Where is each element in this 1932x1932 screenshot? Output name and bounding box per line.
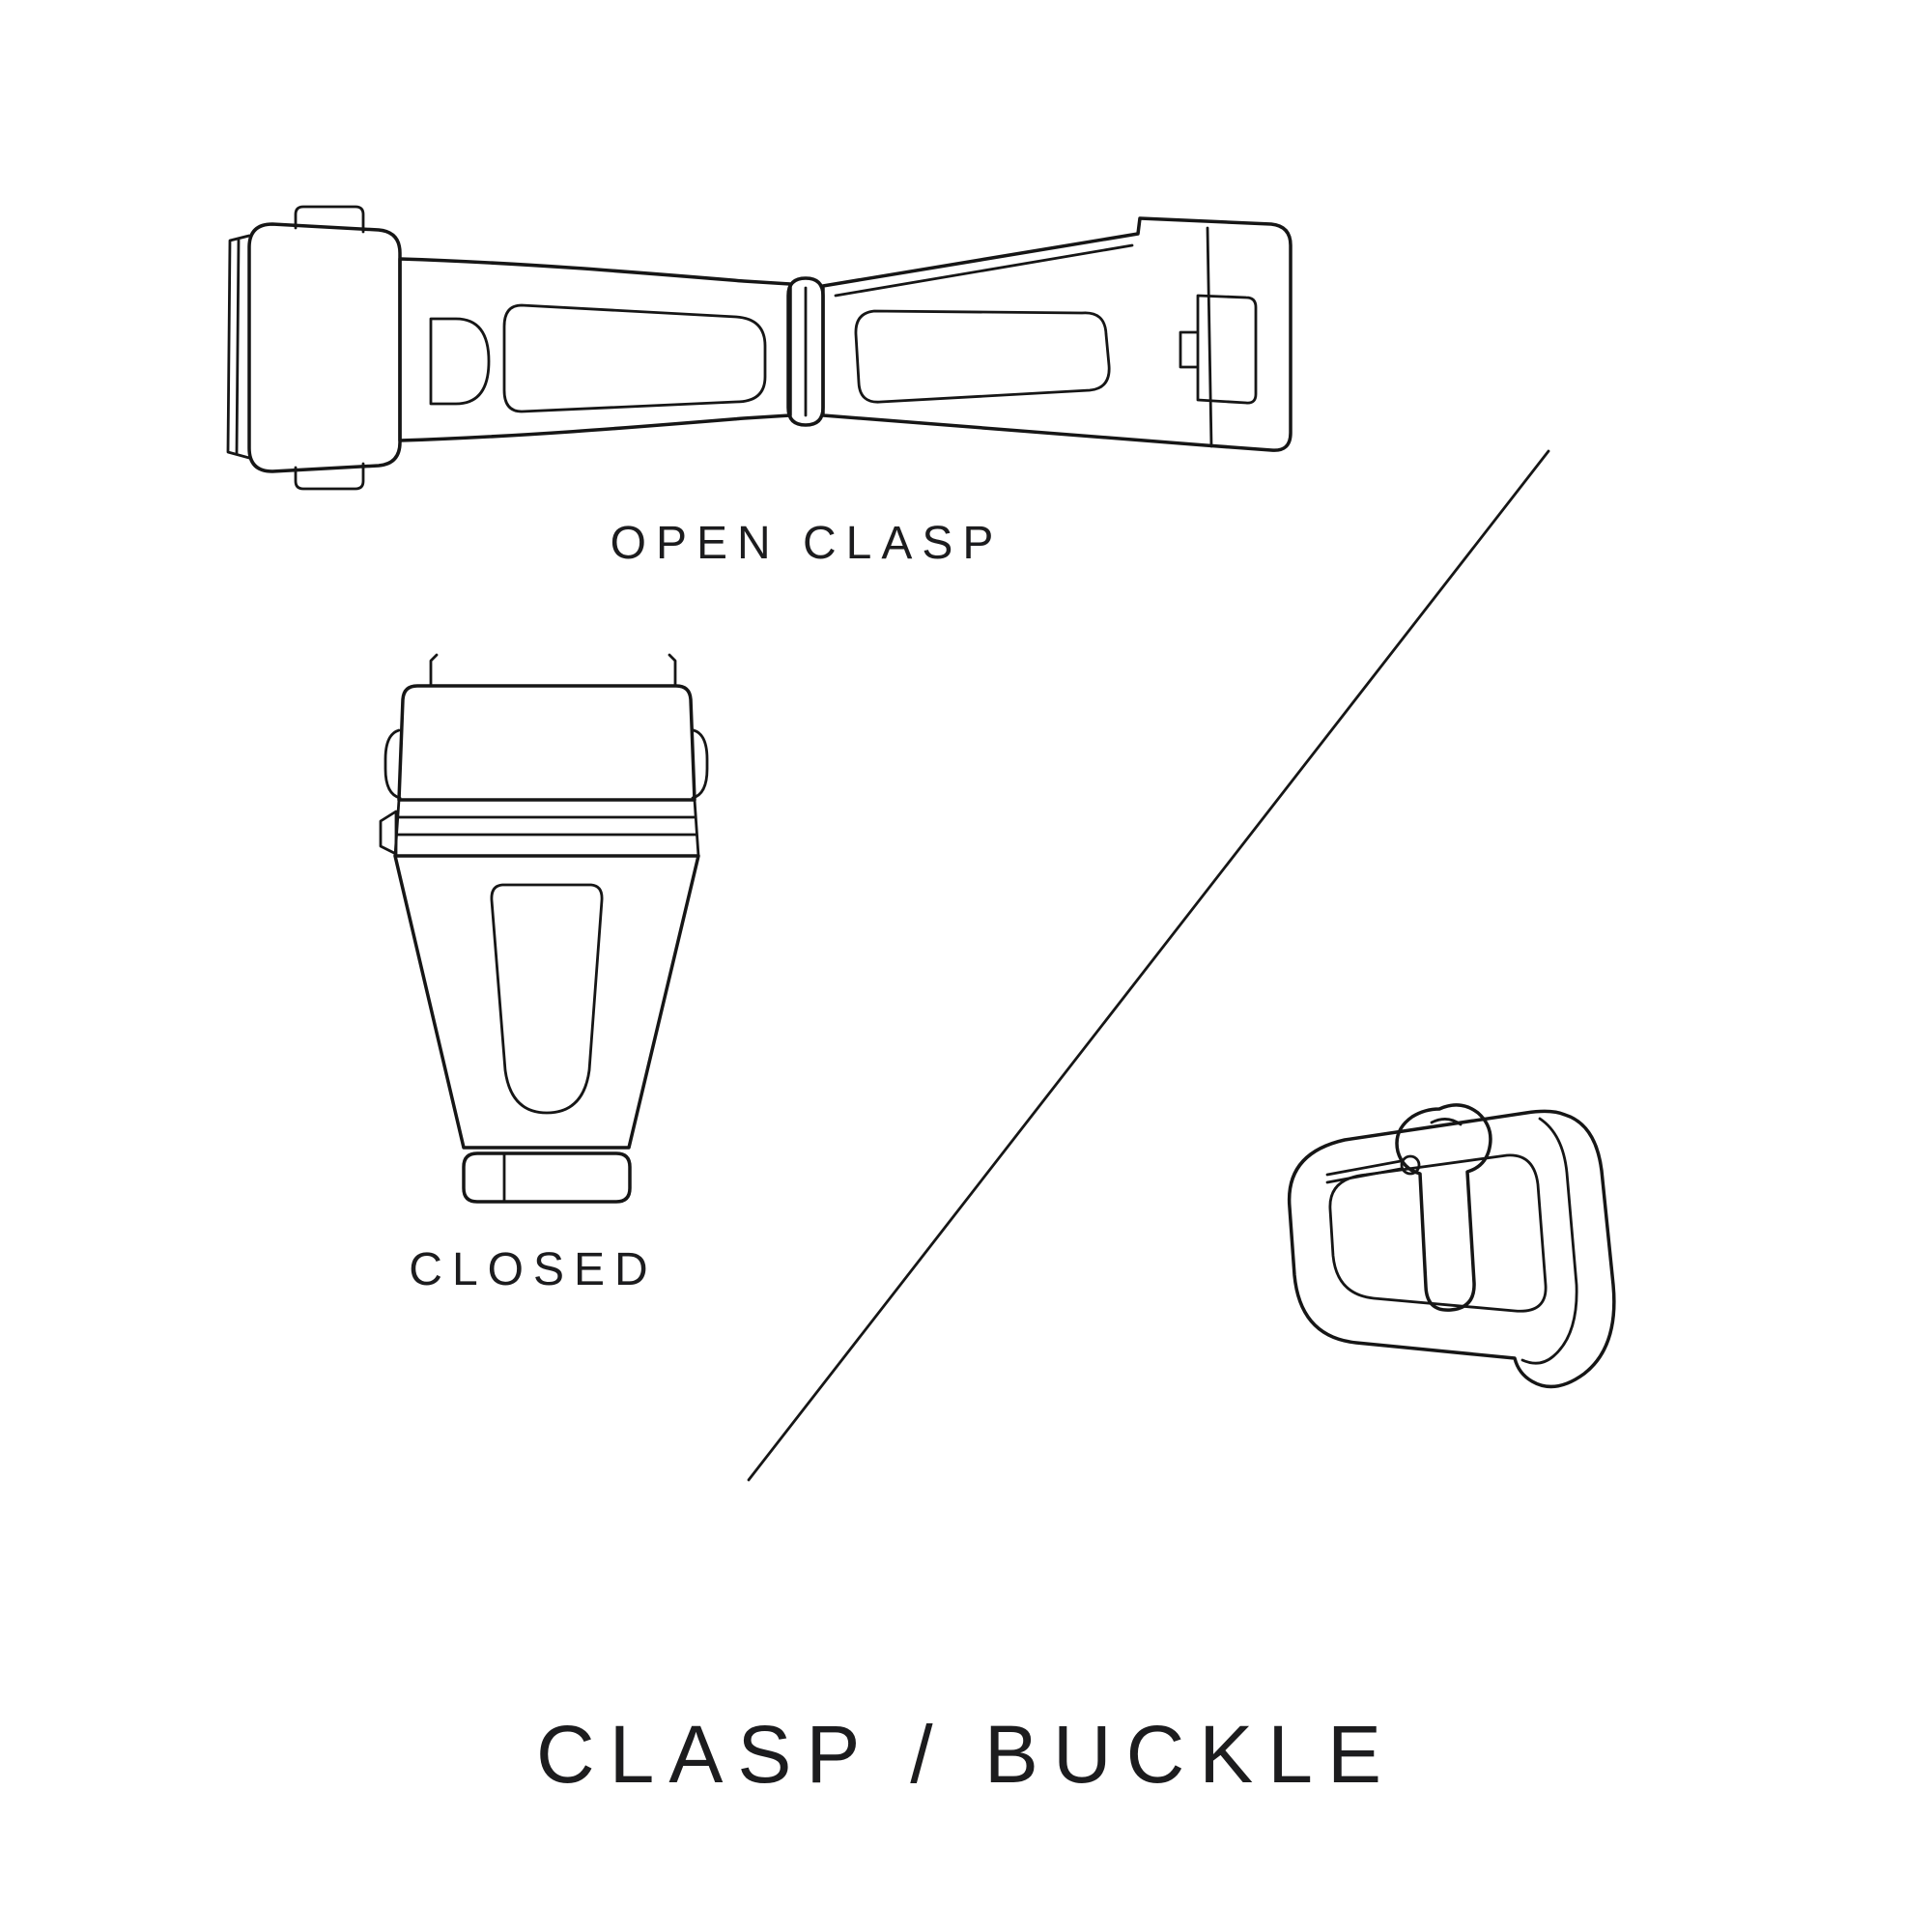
closed-clasp-side-tab xyxy=(379,810,398,856)
divider-line xyxy=(747,449,1550,1482)
buckle-right-band-edge xyxy=(1520,1117,1578,1365)
closed-clasp-foot xyxy=(462,1151,632,1204)
buckle-tang-loop-line xyxy=(1430,1118,1463,1126)
open-clasp-label: OPEN CLASP xyxy=(611,518,1004,569)
buckle-inner-opening xyxy=(1328,1153,1548,1313)
closed-clasp-left-ear xyxy=(384,728,402,800)
buckle-pin xyxy=(1325,1159,1403,1184)
closed-clasp-prongs xyxy=(429,653,677,688)
right-arm-end-cap-line xyxy=(1206,226,1213,448)
left-arm-outline xyxy=(398,257,792,442)
right-arm-outline xyxy=(821,216,1293,452)
right-arm-catch-cutout xyxy=(1179,294,1258,405)
closed-clasp-inner-outline xyxy=(490,883,604,1115)
end-link-top-tab xyxy=(294,205,365,234)
closed-clasp-label: CLOSED xyxy=(409,1244,657,1295)
buckle-illustration xyxy=(1287,1103,1616,1389)
end-link-outline xyxy=(247,222,402,473)
closed-clasp-band-lines xyxy=(393,798,700,858)
end-link-bottom-tab xyxy=(294,462,365,491)
left-arm-latch-cutout xyxy=(429,317,491,406)
buckle-tang-outline xyxy=(1395,1103,1492,1312)
closed-clasp-body xyxy=(393,854,700,1150)
page-title: CLASP / BUCKLE xyxy=(536,1709,1396,1800)
closed-clasp-right-ear xyxy=(691,728,709,800)
buckle-outer-frame xyxy=(1287,1109,1616,1389)
closed-clasp-top-box xyxy=(397,684,696,802)
right-arm-inner-outline xyxy=(854,309,1111,404)
end-link-bracket xyxy=(226,234,251,460)
buckle-pin-loop xyxy=(1400,1154,1421,1176)
right-arm-fold-line xyxy=(834,243,1134,298)
left-arm-inner-outline xyxy=(502,303,767,413)
closed-clasp-illustration xyxy=(379,653,709,1204)
open-clasp-illustration xyxy=(226,205,1293,491)
